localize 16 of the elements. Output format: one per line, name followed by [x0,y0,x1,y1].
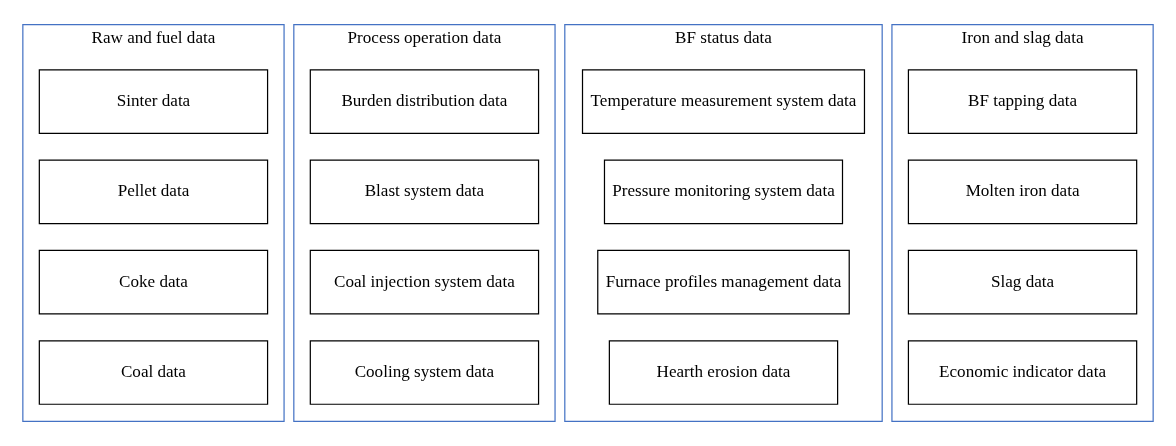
node-box: Molten iron data [907,159,1138,225]
node-box: Coal injection system data [309,249,540,315]
node-box: Hearth erosion data [608,340,839,405]
node-box: Furnace profiles management data [597,249,850,315]
node-box: Burden distribution data [309,69,540,134]
node-box: Slag data [907,249,1138,315]
node-box: Cooling system data [309,340,540,405]
node-box: Blast system data [309,159,540,225]
node-box: Coke data [38,249,269,315]
node-box: Pressure monitoring system data [603,159,844,225]
node-box: Pellet data [38,159,269,225]
node-box: Coal data [38,340,269,405]
node-box: Economic indicator data [907,340,1138,405]
node-box: BF tapping data [907,69,1138,134]
node-box: Temperature measurement system data [581,69,866,134]
node-box: Sinter data [38,69,269,134]
